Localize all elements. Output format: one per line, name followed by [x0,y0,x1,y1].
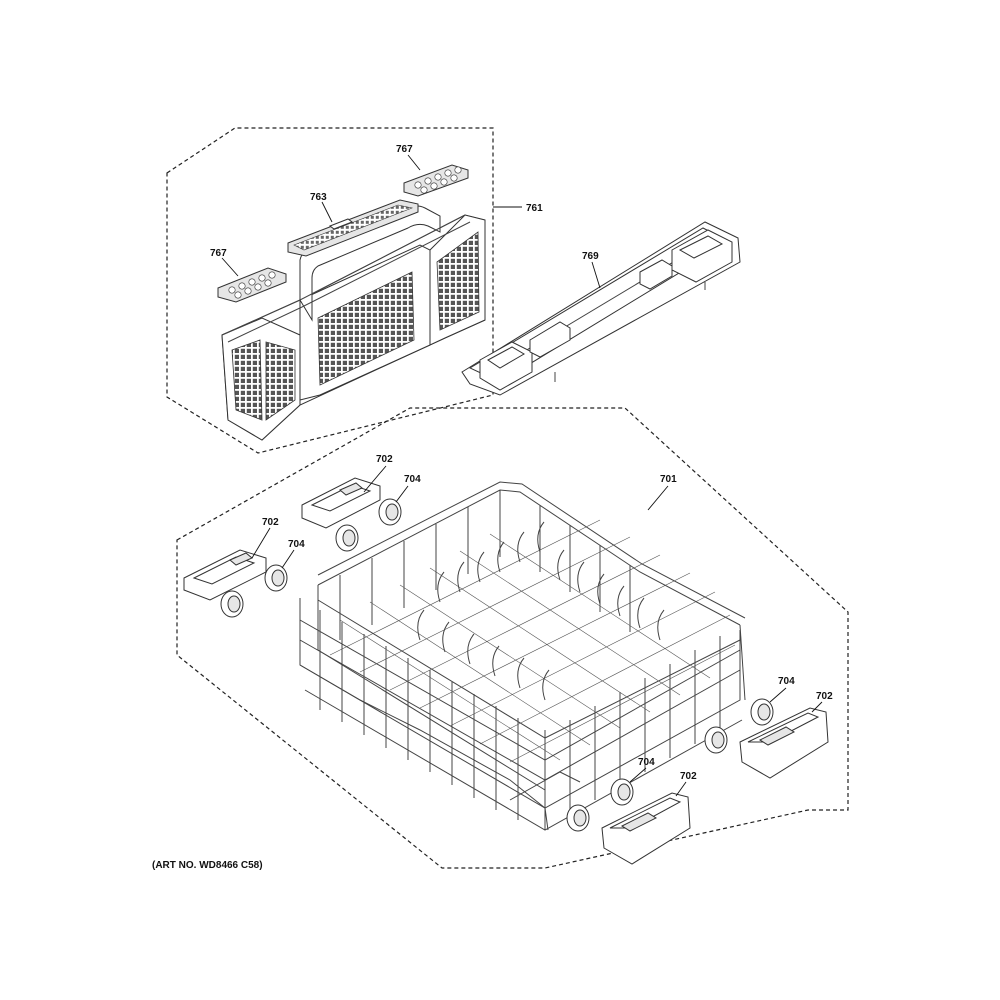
callout-704-right: 704 [778,676,795,687]
rack-wheel[interactable] [704,726,728,754]
callout-702-front: 702 [680,771,697,782]
callout-701: 701 [660,474,677,485]
callout-763: 763 [310,192,327,203]
basket-cover-right[interactable] [403,164,469,197]
callout-702-right: 702 [816,691,833,702]
art-number: (ART NO. WD8466 C58) [152,860,263,871]
callout-704-left: 704 [288,539,305,550]
roller-carrier-upper[interactable] [301,477,381,529]
rack-rail[interactable] [461,221,741,396]
basket-cover-left[interactable] [217,267,287,303]
callout-704-upper: 704 [404,474,421,485]
rack-wheel[interactable] [566,804,590,832]
callout-769: 769 [582,251,599,262]
roller-carrier-right[interactable] [739,707,829,779]
callout-761: 761 [526,203,543,214]
silverware-basket[interactable] [221,205,486,441]
leader-lines [221,154,823,797]
rack-wheel[interactable] [220,590,244,618]
callout-767-upper: 767 [396,144,413,155]
roller-carrier-front[interactable] [601,792,691,865]
rack-wheel[interactable] [264,564,288,592]
basket-group-outline [166,127,494,454]
rack-wheel[interactable] [335,524,359,552]
callout-767-left: 767 [210,248,227,259]
rack-wheel[interactable] [610,778,634,806]
rack-wheel[interactable] [750,698,774,726]
rack-group-outline [176,407,849,869]
callout-702-upper: 702 [376,454,393,465]
lower-rack[interactable] [299,481,746,831]
rack-wheel[interactable] [378,498,402,526]
callout-704-front: 704 [638,757,655,768]
basket-cover-center[interactable] [287,199,419,257]
roller-carrier-left[interactable] [183,549,267,601]
callout-702-left: 702 [262,517,279,528]
